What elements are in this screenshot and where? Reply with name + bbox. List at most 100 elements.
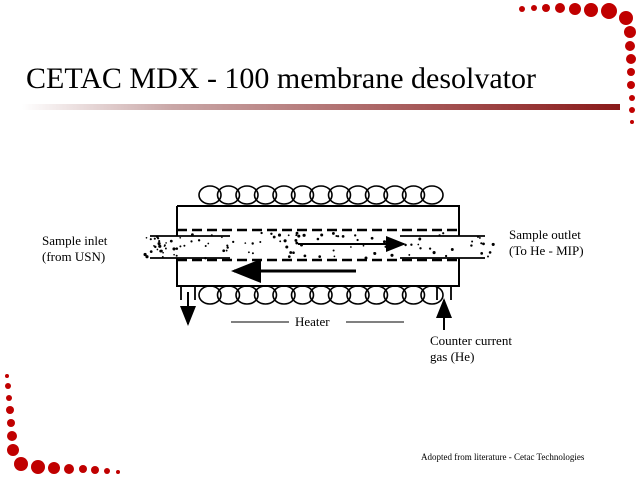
decor-dot: [584, 3, 598, 17]
sample-particle: [316, 237, 320, 241]
sample-particle: [283, 239, 287, 243]
heater-coil-top: [198, 185, 444, 205]
sample-particle: [158, 244, 162, 248]
credit-note: Adopted from literature - Cetac Technolo…: [421, 452, 585, 462]
sample-particle: [287, 255, 291, 258]
sample-particle: [450, 248, 454, 251]
housing-outline: [176, 205, 460, 287]
decor-dot: [630, 120, 634, 124]
sample-particle: [341, 235, 345, 238]
heater-coil-loop: [420, 185, 444, 205]
decor-dot: [91, 466, 99, 474]
sample-particle: [204, 257, 207, 260]
decor-dot: [14, 457, 28, 471]
sample-particle: [332, 249, 335, 252]
sample-particles: [143, 231, 495, 260]
sample-particle: [279, 240, 282, 243]
sample-particle: [335, 235, 338, 237]
heater-coil-loop: [235, 185, 259, 205]
sample-particle: [419, 247, 422, 250]
decor-dot: [542, 4, 550, 12]
sample-particle: [370, 236, 374, 240]
sample-particle: [190, 240, 193, 243]
sample-particle: [362, 244, 365, 247]
sample-particle: [164, 247, 167, 250]
sample-particle: [442, 232, 445, 235]
counter-gas-label: Counter current gas (He): [430, 333, 512, 364]
decor-dot: [627, 68, 635, 76]
sample-particle: [350, 246, 352, 248]
heater-coil-loop: [198, 185, 222, 205]
sample-particle: [247, 251, 250, 254]
heater-coil-loop: [346, 185, 370, 205]
sample-particle: [491, 242, 495, 246]
sample-particle: [179, 245, 182, 248]
decor-dot: [569, 3, 581, 15]
sample-outlet-label: Sample outlet (To He - MIP): [509, 227, 584, 258]
sample-particle: [163, 244, 166, 247]
sample-particle: [210, 234, 213, 237]
sample-particle: [289, 251, 293, 254]
sample-particle: [259, 241, 262, 243]
sample-particle: [145, 236, 148, 239]
sample-particle: [244, 242, 247, 244]
sample-particle: [172, 247, 176, 251]
heater-coil-loop: [327, 185, 352, 205]
sample-particle: [386, 246, 390, 250]
sample-particle: [470, 244, 473, 247]
sample-particle: [156, 248, 159, 251]
decor-dot: [629, 95, 635, 101]
sample-particle: [333, 255, 336, 258]
sample-particle: [221, 236, 223, 239]
decor-dot: [5, 383, 11, 389]
heater-coil-loop: [383, 185, 407, 205]
sample-particle: [356, 238, 359, 242]
title-rule: [22, 104, 620, 110]
decor-dot: [627, 81, 635, 89]
sample-particle: [260, 231, 263, 235]
decor-dot: [6, 406, 14, 414]
sample-particle: [331, 231, 335, 235]
decor-dot: [626, 54, 636, 64]
sample-particle: [159, 249, 163, 253]
sample-particle: [222, 249, 226, 253]
sample-particle: [204, 245, 207, 247]
decor-dot: [7, 431, 17, 441]
sample-particle: [295, 241, 299, 245]
sample-particle: [161, 256, 164, 258]
gas-exit-pipe: [180, 286, 196, 300]
heater-coil-bottom: [198, 285, 444, 305]
sample-particle: [488, 251, 492, 254]
decor-dot: [555, 3, 565, 13]
sample-particle: [162, 251, 164, 254]
decor-dot: [31, 460, 45, 474]
sample-particle: [336, 235, 340, 238]
sample-particle: [251, 242, 254, 245]
sample-particle: [226, 244, 229, 247]
sample-particle: [364, 256, 368, 260]
decor-dot: [624, 26, 636, 38]
decor-dot: [79, 465, 87, 473]
sample-particle: [294, 238, 298, 242]
sample-particle: [302, 233, 306, 237]
sample-particle: [191, 233, 194, 236]
sample-particle: [175, 254, 178, 257]
sample-particle: [373, 252, 376, 254]
heater-coil-loop: [253, 185, 278, 205]
sample-particle: [382, 240, 387, 244]
sample-particle: [292, 251, 295, 255]
sample-particle: [418, 237, 422, 241]
sample-particle: [183, 244, 186, 247]
corner-dots-decoration: [5, 3, 636, 474]
heater-coil-loop: [272, 185, 296, 205]
sample-particle: [354, 234, 357, 237]
sample-particle: [149, 238, 152, 241]
sample-inlet-label: Sample inlet (from USN): [42, 233, 108, 264]
sample-particle: [482, 242, 485, 246]
sample-particle: [297, 234, 301, 238]
decor-dot: [104, 468, 110, 474]
heater-coil-loop: [290, 185, 315, 205]
decor-dot: [7, 419, 15, 427]
sample-particle: [428, 247, 432, 250]
sample-particle: [285, 245, 289, 249]
